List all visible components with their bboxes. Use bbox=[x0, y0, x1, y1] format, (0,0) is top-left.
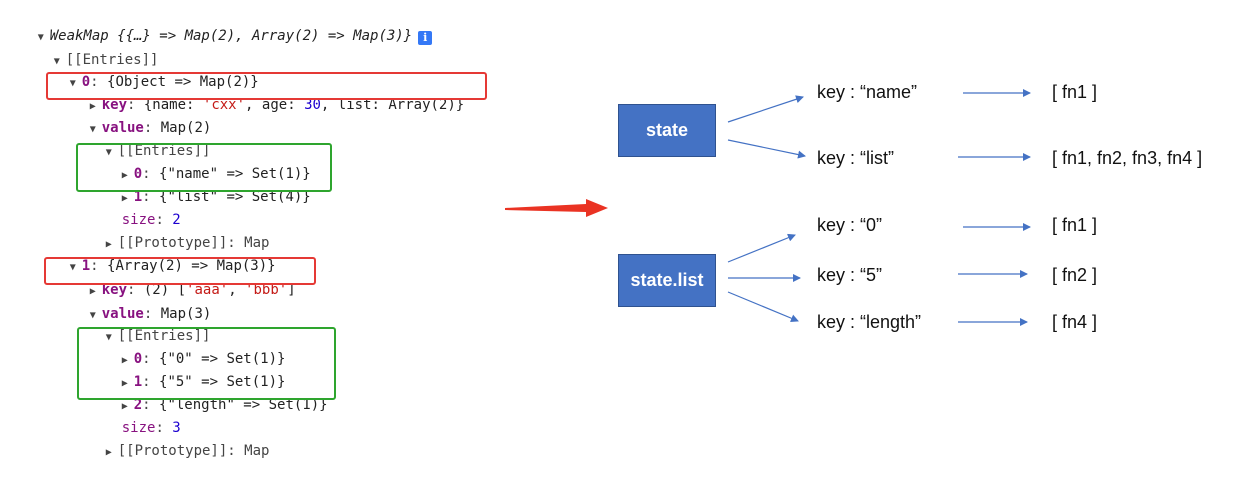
item-text: {"list" => Set(4)} bbox=[159, 189, 311, 205]
triangle-right-icon[interactable]: ▶ bbox=[121, 401, 128, 412]
label-fns-5: [ fn2 ] bbox=[1052, 265, 1098, 285]
tree-row-entry1-key[interactable]: ▶key: (2) ['aaa', 'bbb'] bbox=[56, 260, 296, 298]
triangle-down-icon[interactable]: ▼ bbox=[105, 147, 112, 158]
key-separator: , bbox=[228, 282, 246, 298]
size-label: size bbox=[121, 420, 156, 436]
label-fns-list: [ fn1, fn2, fn3, fn4 ] bbox=[1052, 148, 1203, 168]
label-fns-length: [ fn4 ] bbox=[1052, 312, 1098, 332]
triangle-down-icon[interactable]: ▼ bbox=[69, 262, 76, 273]
tree-row-entry1-item-0[interactable]: ▶0: {"0" => Set(1)} bbox=[88, 329, 286, 367]
tree-row-entry1-value[interactable]: ▼value: Map(3) bbox=[56, 284, 212, 322]
prototype-label: [[Prototype]]: Map bbox=[117, 443, 270, 459]
highlight-box-red bbox=[46, 72, 487, 100]
tree-row-entry0-key[interactable]: ▶key: {name: 'cxx', age: 30, list: Array… bbox=[56, 75, 465, 113]
weakmap-summary: WeakMap {{…} => Map(2), Array(2) => Map(… bbox=[49, 28, 413, 44]
item-text: {"5" => Set(1)} bbox=[159, 374, 286, 390]
key-age-value: 30 bbox=[304, 97, 321, 113]
entry-index: 0 bbox=[81, 74, 91, 90]
item-text: {"length" => Set(1)} bbox=[159, 397, 328, 413]
triangle-down-icon[interactable]: ▼ bbox=[89, 310, 96, 321]
value-summary: Map(3) bbox=[160, 306, 212, 322]
node-state-list: state.list bbox=[618, 254, 716, 307]
arrow-statelist-0 bbox=[727, 233, 796, 263]
tree-row-entry1-item-1[interactable]: ▶1: {"5" => Set(1)} bbox=[88, 352, 286, 390]
tree-row-entry0-size: size: 2 bbox=[121, 212, 181, 228]
highlight-box-green bbox=[77, 327, 336, 400]
tree-row-entry0-prototype[interactable]: ▶ [[Prototype]]: Map bbox=[72, 213, 270, 251]
entry-index: 1 bbox=[81, 258, 91, 274]
key-mid: , age: bbox=[245, 97, 305, 113]
item-text: {"name" => Set(1)} bbox=[159, 166, 311, 182]
triangle-right-icon[interactable]: ▶ bbox=[105, 447, 112, 458]
label-key-length: key : “length” bbox=[817, 312, 922, 332]
triangle-right-icon[interactable]: ▶ bbox=[121, 355, 128, 366]
label-key-0: key : “0” bbox=[817, 215, 883, 235]
key-name-value: 'cxx' bbox=[202, 97, 246, 113]
label-key-name: key : “name” bbox=[817, 82, 918, 102]
info-icon[interactable]: i bbox=[418, 31, 433, 45]
triangle-right-icon[interactable]: ▶ bbox=[121, 193, 128, 204]
triangle-right-icon[interactable]: ▶ bbox=[89, 101, 96, 112]
triangle-down-icon[interactable]: ▼ bbox=[69, 78, 76, 89]
item-text: {"0" => Set(1)} bbox=[159, 351, 286, 367]
tree-row-entry0-inner-entries[interactable]: ▼ [[Entries]] bbox=[72, 121, 211, 159]
item-index: 2 bbox=[133, 397, 143, 413]
item-index: 1 bbox=[133, 189, 143, 205]
tree-row-entry1-inner-entries[interactable]: ▼ [[Entries]] bbox=[72, 306, 211, 344]
key-prefix: (2) [ bbox=[143, 282, 187, 298]
entries-label: [[Entries]] bbox=[65, 52, 159, 68]
size-value: 2 bbox=[172, 212, 181, 228]
arrow-statelist-length bbox=[727, 291, 799, 323]
diagram-arrows bbox=[505, 89, 1031, 326]
item-index: 0 bbox=[133, 351, 143, 367]
triangle-down-icon[interactable]: ▼ bbox=[37, 32, 44, 43]
label-key-list: key : “list” bbox=[817, 148, 895, 168]
label-fns-0: [ fn1 ] bbox=[1052, 215, 1098, 235]
size-label: size bbox=[121, 212, 156, 228]
item-index: 0 bbox=[133, 166, 143, 182]
triangle-right-icon[interactable]: ▶ bbox=[105, 239, 112, 250]
entry-summary: {Object => Map(2)} bbox=[107, 74, 259, 90]
tree-row-entry-1[interactable]: ▼1: {Array(2) => Map(3)} bbox=[36, 236, 276, 274]
tree-row-entry1-item-2[interactable]: ▶2: {"length" => Set(1)} bbox=[88, 375, 328, 413]
triangle-down-icon[interactable]: ▼ bbox=[53, 56, 60, 67]
tree-row-entry0-item-0[interactable]: ▶0: {"name" => Set(1)} bbox=[88, 144, 311, 182]
key-suffix: ] bbox=[287, 282, 296, 298]
tree-row-root[interactable]: ▼ WeakMap {{…} => Map(2), Array(2) => Map… bbox=[4, 6, 433, 45]
triangle-down-icon[interactable]: ▼ bbox=[105, 332, 112, 343]
value-label: value bbox=[101, 120, 144, 136]
key-label: key bbox=[101, 97, 128, 113]
node-state: state bbox=[618, 104, 716, 157]
arrow-state-name bbox=[727, 95, 804, 123]
arrow-state-list bbox=[727, 139, 806, 159]
key-prefix: {name: bbox=[143, 97, 203, 113]
tree-row-entry0-item-1[interactable]: ▶1: {"list" => Set(4)} bbox=[88, 167, 311, 205]
triangle-down-icon[interactable]: ▼ bbox=[89, 124, 96, 135]
key-label: key bbox=[101, 282, 128, 298]
triangle-right-icon[interactable]: ▶ bbox=[89, 286, 96, 297]
key-suffix: , list: Array(2)} bbox=[320, 97, 465, 113]
size-value: 3 bbox=[172, 420, 181, 436]
item-index: 1 bbox=[133, 374, 143, 390]
tree-row-entries[interactable]: ▼ [[Entries]] bbox=[20, 30, 159, 68]
triangle-right-icon[interactable]: ▶ bbox=[121, 378, 128, 389]
highlight-box-red bbox=[44, 257, 316, 285]
entries-label: [[Entries]] bbox=[117, 143, 211, 159]
entries-label: [[Entries]] bbox=[117, 328, 211, 344]
tree-row-entry-0[interactable]: ▼0: {Object => Map(2)} bbox=[36, 52, 259, 90]
big-red-arrow bbox=[505, 199, 608, 217]
highlight-box-green bbox=[76, 143, 332, 192]
tree-row-entry0-value[interactable]: ▼value: Map(2) bbox=[56, 98, 212, 136]
key-array-item: 'aaa' bbox=[186, 282, 229, 298]
value-summary: Map(2) bbox=[160, 120, 212, 136]
entry-summary: {Array(2) => Map(3)} bbox=[107, 258, 276, 274]
value-label: value bbox=[101, 306, 144, 322]
triangle-right-icon[interactable]: ▶ bbox=[121, 170, 128, 181]
label-key-5: key : “5” bbox=[817, 265, 883, 285]
prototype-label: [[Prototype]]: Map bbox=[117, 235, 270, 251]
key-array-item: 'bbb' bbox=[245, 282, 288, 298]
label-fns-name: [ fn1 ] bbox=[1052, 82, 1098, 102]
tree-row-entry1-size: size: 3 bbox=[121, 420, 181, 436]
